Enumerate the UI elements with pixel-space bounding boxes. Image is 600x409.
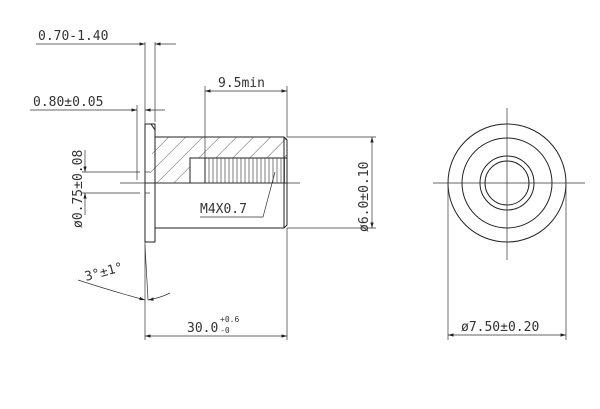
flange-thickness-label: 0.80±0.05 <box>33 95 103 110</box>
end-view: ø7.50±0.20 <box>433 108 585 340</box>
thread-hatch <box>205 158 285 183</box>
length-tol-upper: +0.6 <box>220 315 239 324</box>
flange-diameter-label: ø7.50±0.20 <box>461 320 539 335</box>
side-view: 0.70-1.40 0.80±0.05 9.5min M4X0.7 ø6.0±0… <box>30 29 376 340</box>
length-tol-lower: -0 <box>220 326 230 335</box>
thread-depth-label: 9.5min <box>218 76 265 91</box>
angle-label: 3°±1° <box>83 260 125 285</box>
length-label: 30.0 <box>187 321 218 336</box>
flange-gap-label: 0.70-1.40 <box>38 29 108 44</box>
section-hatch <box>150 124 287 183</box>
hole-diameter-label: ø0.75±0.08 <box>71 150 86 228</box>
thread-label: M4X0.7 <box>200 202 247 217</box>
body-diameter-label: ø6.0±0.10 <box>357 162 372 232</box>
